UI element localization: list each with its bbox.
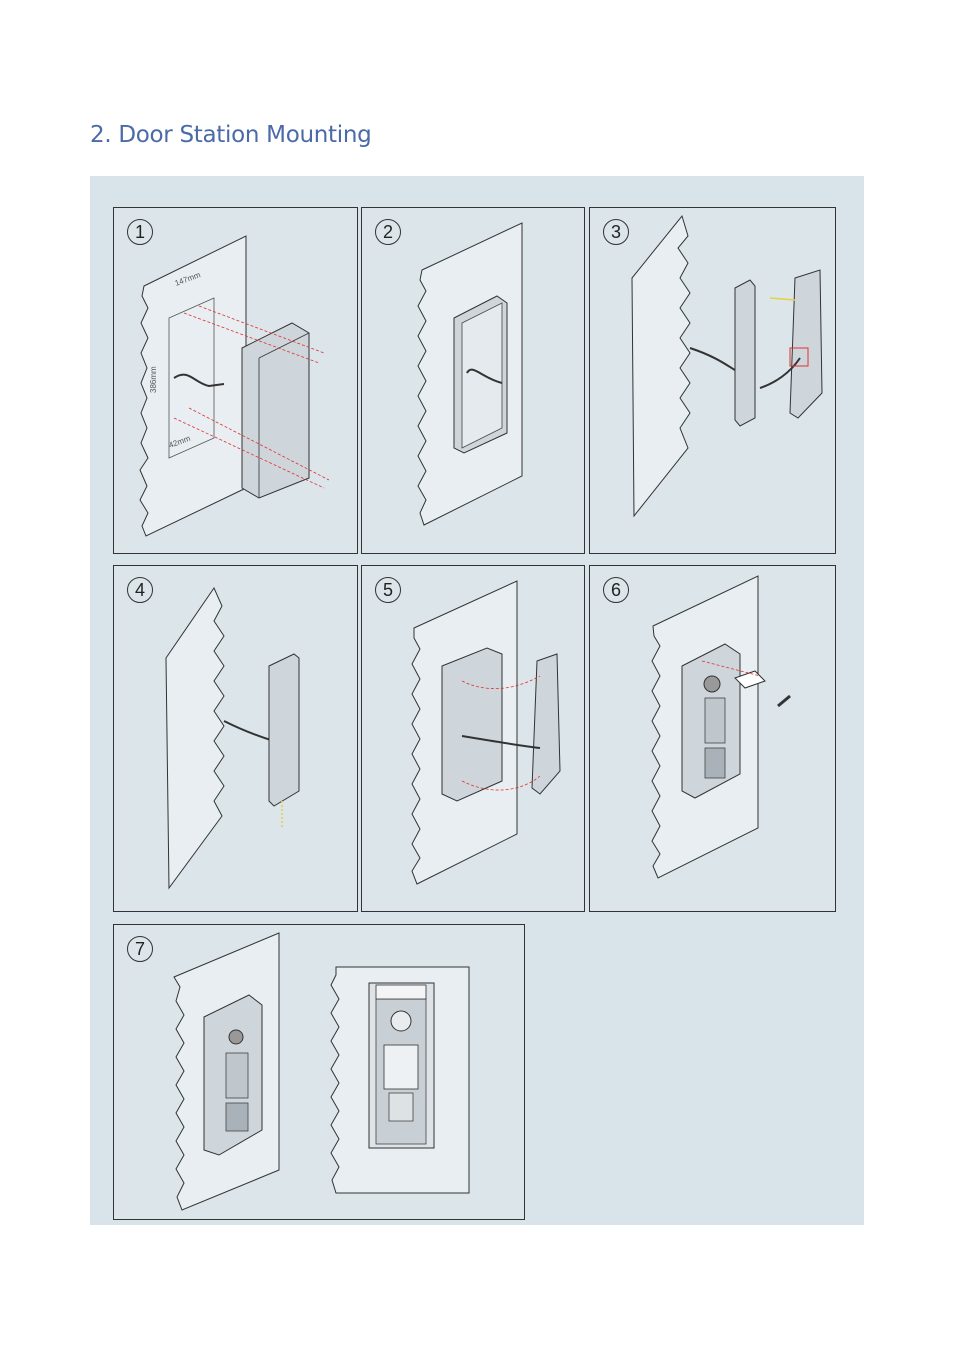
step-1-number: 1 [127,219,153,245]
step-4-illustration [114,566,357,911]
step-1-illustration: 147mm 386mm 42mm [114,208,357,553]
step-5-illustration [362,566,584,911]
step-2-illustration [362,208,584,553]
step-5-panel: 5 [361,565,585,912]
step-2-panel: 2 [361,207,585,554]
dimension-height: 386mm [149,366,158,393]
step-7-illustration [114,925,524,1219]
step-6-panel: 6 [589,565,836,912]
step-3-illustration [590,208,835,553]
step-2-number: 2 [375,219,401,245]
step-7-panel: 7 [113,924,525,1220]
step-4-number: 4 [127,577,153,603]
step-5-number: 5 [375,577,401,603]
step-6-illustration [590,566,835,911]
step-3-panel: 3 [589,207,836,554]
step-6-number: 6 [603,577,629,603]
step-4-panel: 4 [113,565,358,912]
page-title: 2. Door Station Mounting [90,122,371,148]
step-1-panel: 147mm 386mm 42mm 1 [113,207,358,554]
step-3-number: 3 [603,219,629,245]
step-7-number: 7 [127,936,153,962]
